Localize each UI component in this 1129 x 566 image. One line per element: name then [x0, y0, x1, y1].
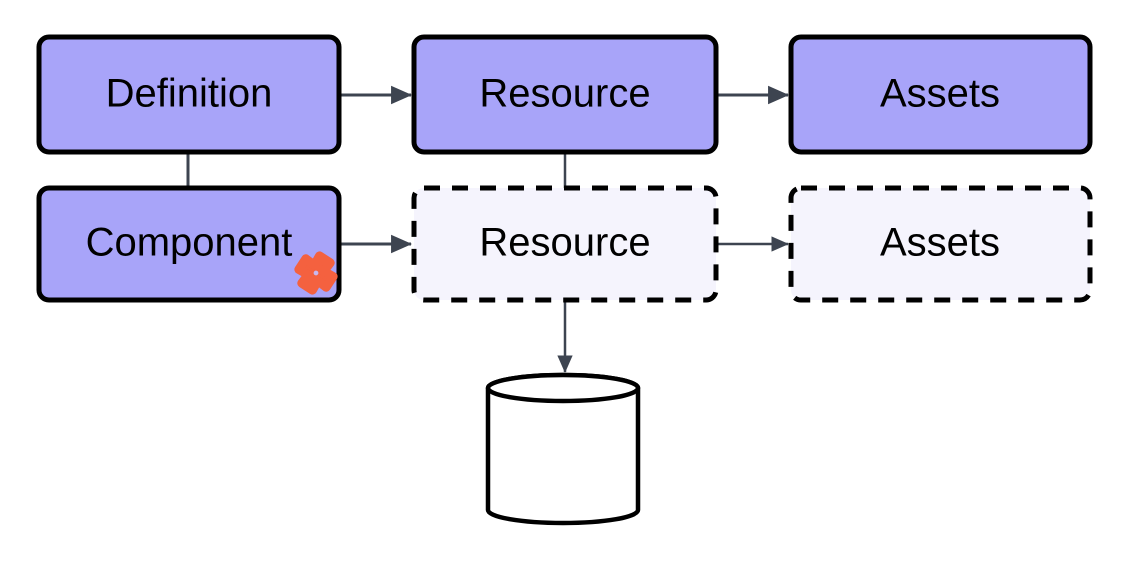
x-mark-icon[interactable]: [294, 251, 338, 295]
node-assets-top-label: Assets: [880, 72, 1000, 116]
node-definition-label: Definition: [106, 72, 273, 116]
node-assets-bottom[interactable]: Assets: [788, 185, 1093, 303]
node-assets-bottom-box[interactable]: [788, 185, 1093, 303]
node-resource-top-box[interactable]: [411, 34, 719, 155]
node-resource-top-label: Resource: [479, 72, 650, 116]
node-definition-box[interactable]: [36, 34, 342, 155]
node-component[interactable]: Component: [36, 185, 342, 303]
node-resource-bottom-box[interactable]: [411, 185, 719, 303]
node-resource-top[interactable]: Resource: [411, 34, 719, 155]
node-resource-bottom-label: Resource: [479, 221, 650, 265]
edges-layer: [186, 85, 790, 373]
node-component-label: Component: [86, 221, 293, 265]
node-component-box[interactable]: [36, 185, 342, 303]
node-definition[interactable]: Definition: [36, 34, 342, 155]
node-assets-top-box[interactable]: [788, 34, 1093, 155]
datastore-cylinder-top: [485, 372, 641, 404]
nodes-layer: Definition Resource Assets Component Res…: [36, 34, 1093, 526]
node-assets-bottom-label: Assets: [880, 221, 1000, 265]
node-assets-top[interactable]: Assets: [788, 34, 1093, 155]
node-resource-bottom[interactable]: Resource: [411, 185, 719, 303]
markers-layer: [294, 251, 338, 295]
datastore-cylinder[interactable]: [485, 372, 641, 526]
